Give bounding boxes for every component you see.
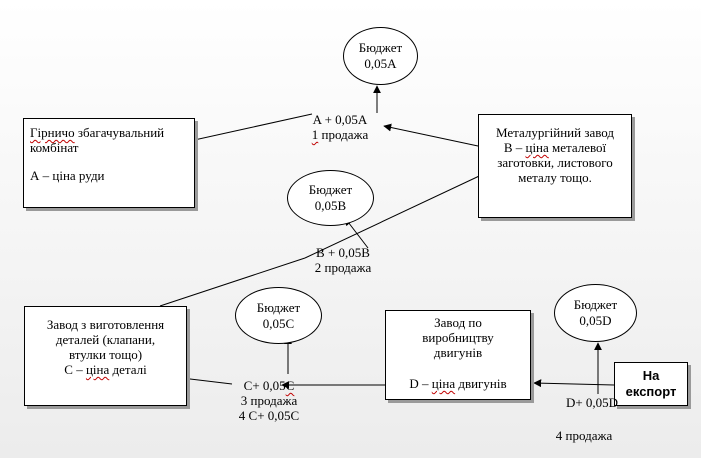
budget-b-title: Бюджет (308, 182, 353, 197)
metallurgical-plant-box: Металургійний завод В – ціна металевої з… (478, 114, 632, 218)
sale1-label: A + 0,05A 1 продажа (300, 112, 380, 142)
export-box: На експорт (614, 362, 688, 406)
metallurgical-plant-price-line3: заготовки, листового (497, 155, 613, 170)
budget-a-title: Бюджет (358, 40, 403, 55)
engine-plant-name-line2: виробництву (422, 330, 494, 345)
budget-c-title: Бюджет (256, 299, 301, 315)
engine-plant-name-line3: двигунів (433, 345, 483, 360)
parts-plant-box: Завод з виготовлення деталей (клапани, в… (24, 306, 187, 406)
sale2-label: B + 0,05B 2 продажа (303, 245, 383, 275)
sale1-title: 1 продажа (311, 127, 369, 142)
sale3-formula: C+ 0,05C (243, 378, 295, 393)
metallurgical-plant-price-line4: металу тощо. (518, 170, 592, 185)
budget-d-title: Бюджет (573, 297, 618, 312)
mining-plant-name: Гірничо збагачувальний (30, 125, 165, 140)
budget-d-value: 0,05D (579, 313, 612, 328)
metallurgical-plant-price: В – ціна металевої (503, 140, 607, 155)
line-parts-to-sale2 (159, 257, 306, 307)
engine-plant-name: Завод по (434, 315, 482, 330)
sale4-formula: D+ 0,05D (565, 395, 619, 410)
sale3-title: 3 продажа (240, 393, 298, 408)
sale3-label: C+ 0,05C 3 продажа 4 C+ 0,05C (226, 378, 312, 423)
sale2-formula: B + 0,05B (316, 245, 370, 260)
budget-c-value: 0,05C (262, 315, 295, 331)
metallurgical-plant-name: Металургійний завод (495, 125, 615, 140)
parts-plant-name: Завод з виготовлення (46, 317, 165, 332)
budget-a-value: 0,05A (364, 56, 397, 71)
parts-plant-price: С – ціна деталі (64, 362, 147, 377)
sale1-formula: A + 0,05A (312, 112, 368, 127)
mining-plant-name-line2: комбінат (30, 140, 79, 155)
budget-node-b: Бюджет 0,05B (287, 170, 374, 226)
sale3-title-line2: 4 C+ 0,05C (238, 408, 300, 423)
engine-plant-price: D – ціна двигунів (409, 376, 507, 391)
sale4-title: 4 продажа (555, 428, 613, 443)
mining-plant-box: Гірничо збагачувальний комбінат А – ціна… (23, 118, 195, 208)
parts-plant-name-line3: втулки тощо) (68, 347, 143, 362)
arrow-export-to-engines (533, 379, 615, 388)
budget-node-c: Бюджет 0,05C (235, 287, 322, 344)
budget-node-d: Бюджет 0,05D (554, 284, 637, 342)
budget-node-a: Бюджет 0,05A (343, 27, 418, 85)
parts-plant-name-line2: деталей (клапани, (55, 332, 156, 347)
export-label-line2: експорт (625, 384, 677, 399)
sale2-title: 2 продажа (314, 260, 372, 275)
export-label-line1: На (642, 368, 660, 383)
arrow-metallurgical-to-sale1 (383, 123, 479, 147)
budget-b-value: 0,05B (314, 198, 347, 213)
engine-plant-box: Завод по виробництву двигунів D – ціна д… (385, 310, 531, 400)
mining-plant-price: А – ціна руди (30, 168, 105, 183)
arrow-sale2-to-metallurgical (304, 169, 493, 259)
